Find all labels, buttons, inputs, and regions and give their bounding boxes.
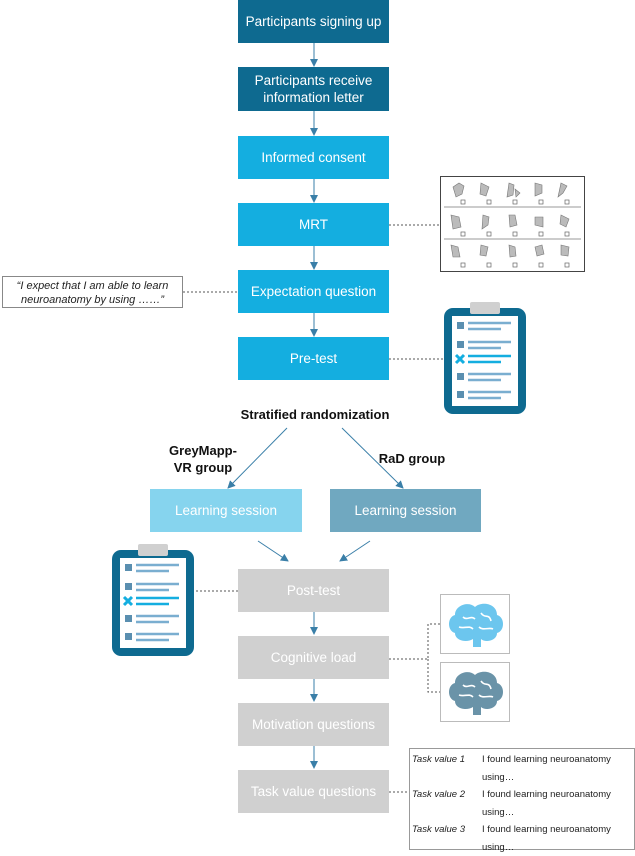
task-value-row: Task value 2 I found learning neuroanato… xyxy=(410,784,634,819)
task-value-text: I found learning neuroanatomy using… xyxy=(482,754,611,783)
mrt-box: MRT xyxy=(238,203,389,246)
dotted-cognitive-brain1 xyxy=(389,623,440,660)
mrt-figure-grid-icon xyxy=(440,176,585,272)
signup-box: Participants signing up xyxy=(238,0,389,43)
brain-icon xyxy=(440,594,510,654)
arrow-left-posttest xyxy=(257,540,289,562)
task-value-text: I found learning neuroanatomy using… xyxy=(482,824,611,853)
expectation-quote: “I expect that I am able to learn neuroa… xyxy=(2,276,183,308)
task-value-row: Task value 1 I found learning neuroanato… xyxy=(410,749,634,784)
expectation-box: Expectation question xyxy=(238,270,389,313)
task-value-key: Task value 3 xyxy=(412,824,465,835)
group-left-label: GreyMapp-VR group xyxy=(169,443,237,475)
group-right-label: RaD group xyxy=(378,451,446,466)
task-value-text: I found learning neuroanatomy using… xyxy=(482,789,611,818)
clipboard-checklist-icon xyxy=(441,300,529,418)
arrow-right-posttest xyxy=(339,540,371,562)
task-value-table: Task value 1 I found learning neuroanato… xyxy=(409,748,635,853)
arrow-rand-right xyxy=(341,427,404,489)
cognitive-load-box: Cognitive load xyxy=(238,636,389,679)
dotted-cognitive-brain2 xyxy=(427,659,440,693)
info-letter-box: Participants receive information letter xyxy=(238,67,389,111)
learning-right-box: Learning session xyxy=(330,489,481,532)
learning-left-box: Learning session xyxy=(150,489,302,532)
randomization-label: Stratified randomization xyxy=(240,407,390,422)
posttest-box: Post-test xyxy=(238,569,389,612)
motivation-box: Motivation questions xyxy=(238,703,389,746)
task-value-box: Task value questions xyxy=(238,770,389,813)
task-value-row: Task value 3 I found learning neuroanato… xyxy=(410,819,634,854)
task-value-key: Task value 1 xyxy=(412,754,465,765)
arrow-rand-left xyxy=(227,427,288,489)
consent-box: Informed consent xyxy=(238,136,389,179)
task-value-key: Task value 2 xyxy=(412,789,465,800)
brain-icon xyxy=(440,662,510,722)
pretest-box: Pre-test xyxy=(238,337,389,380)
clipboard-checklist-icon xyxy=(109,542,197,660)
